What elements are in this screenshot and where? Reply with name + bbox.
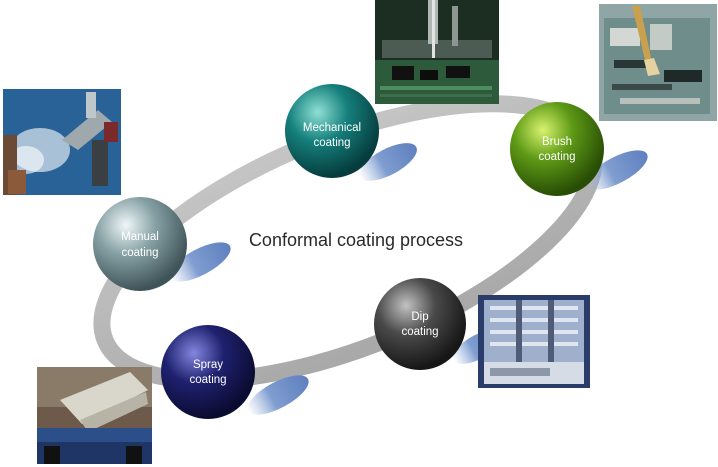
mechanical-node: Mechanical coating: [285, 84, 379, 178]
dip-node: Dip coating: [374, 278, 466, 370]
brush-shadow: [586, 150, 648, 190]
dip-label-line2: coating: [401, 326, 438, 338]
mechanical-photo: [375, 0, 499, 104]
brush-node: Brush coating: [510, 102, 604, 196]
brush-label-line1: Brush: [542, 136, 572, 148]
spray-label-line1: Spray: [193, 359, 223, 371]
mechanical-label-line2: coating: [313, 137, 350, 149]
dip-photo: [478, 295, 590, 388]
brush-label-line2: coating: [538, 151, 575, 163]
dip-label-line1: Dip: [411, 311, 428, 323]
manual-photo: [3, 89, 121, 195]
manual-node: Manual coating: [93, 197, 187, 291]
mechanical-label-line1: Mechanical: [303, 122, 361, 134]
brush-photo: [599, 4, 717, 121]
manual-label-line1: Manual: [121, 231, 159, 243]
spray-label-line2: coating: [189, 374, 226, 386]
manual-shadow: [169, 242, 231, 282]
spray-shadow: [247, 375, 309, 415]
mechanical-shadow: [359, 143, 417, 181]
spray-node: Spray coating: [161, 325, 255, 419]
diagram-title: Conformal coating process: [249, 230, 463, 250]
spray-photo: [37, 367, 152, 464]
manual-label-line2: coating: [121, 247, 158, 259]
